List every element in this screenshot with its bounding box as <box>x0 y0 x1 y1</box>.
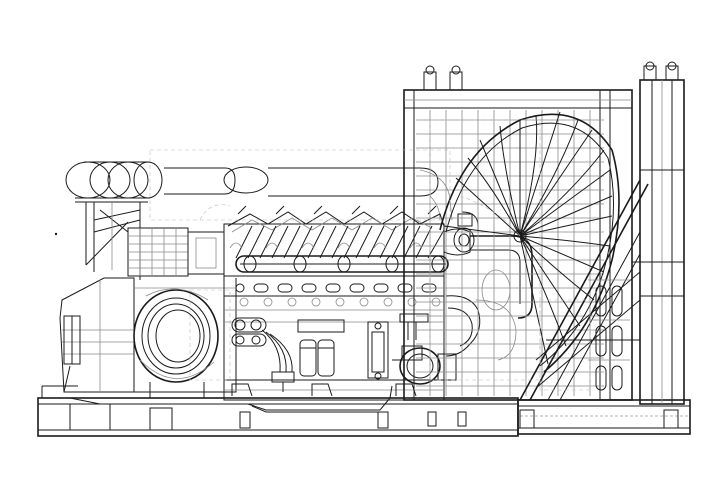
reference-dot <box>54 232 58 236</box>
engine-mounts <box>231 383 417 413</box>
intake-manifold <box>235 255 449 273</box>
radiator-slots <box>588 279 630 391</box>
crankcase-covers <box>235 283 441 307</box>
turbocharger <box>443 211 533 361</box>
pipe-support <box>85 202 141 280</box>
hidden-lines <box>149 119 591 391</box>
cylinder-heads <box>229 225 445 259</box>
alternator-housing <box>59 227 237 393</box>
engine-accessories <box>231 313 429 392</box>
valve-cover-row <box>227 205 445 233</box>
base-frame <box>37 385 691 437</box>
flywheel-housing <box>133 288 219 398</box>
radiator-post <box>632 61 685 405</box>
cooling-fan <box>439 111 620 373</box>
exhaust-silencer <box>65 161 453 221</box>
radiator-braces <box>519 179 649 401</box>
